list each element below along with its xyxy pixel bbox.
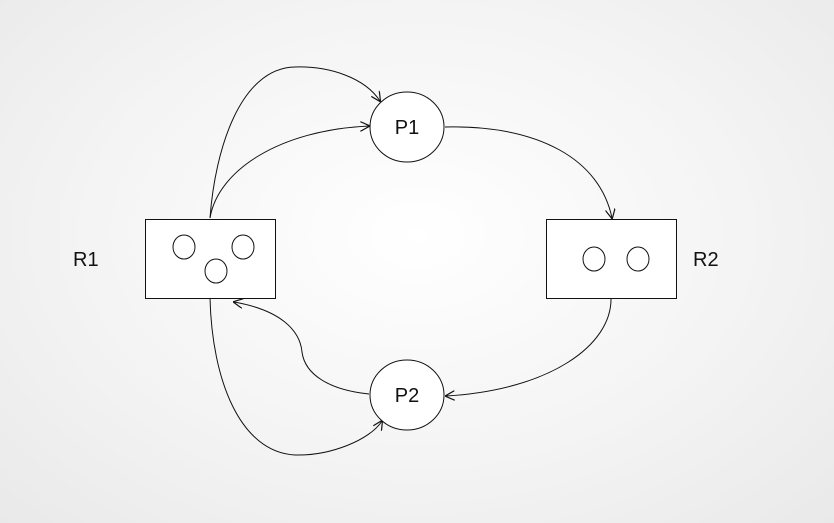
r2-instance-1 [582,246,606,272]
r1-instance-1 [172,234,196,260]
process-p1-circle [369,91,445,163]
process-p1: P1 [369,91,445,163]
edge-p1-to-r2 [444,126,612,218]
edge-p2-to-r1 [234,302,370,395]
r2-instance-2 [626,246,650,272]
edge-r2-to-p2 [446,297,612,396]
resource-r1-label: R1 [73,249,99,271]
edge-r1-to-p2 [209,297,382,456]
resource-r2: R2 [546,219,719,299]
resource-r2-label: R2 [693,249,719,271]
process-p2-label: P2 [395,385,419,407]
edge-r1-to-p1-outer [209,66,380,219]
r1-instance-2 [231,234,255,260]
process-p2: P2 [369,359,445,431]
edge-r1-to-p1-inner [209,126,369,219]
edges [209,66,612,456]
resource-r1-box [145,219,276,299]
process-p1-label: P1 [395,117,419,139]
resource-r1: R1 [73,219,276,299]
process-p2-circle [369,359,445,431]
resource-r2-box [546,219,677,299]
r1-instance-3 [204,258,228,284]
